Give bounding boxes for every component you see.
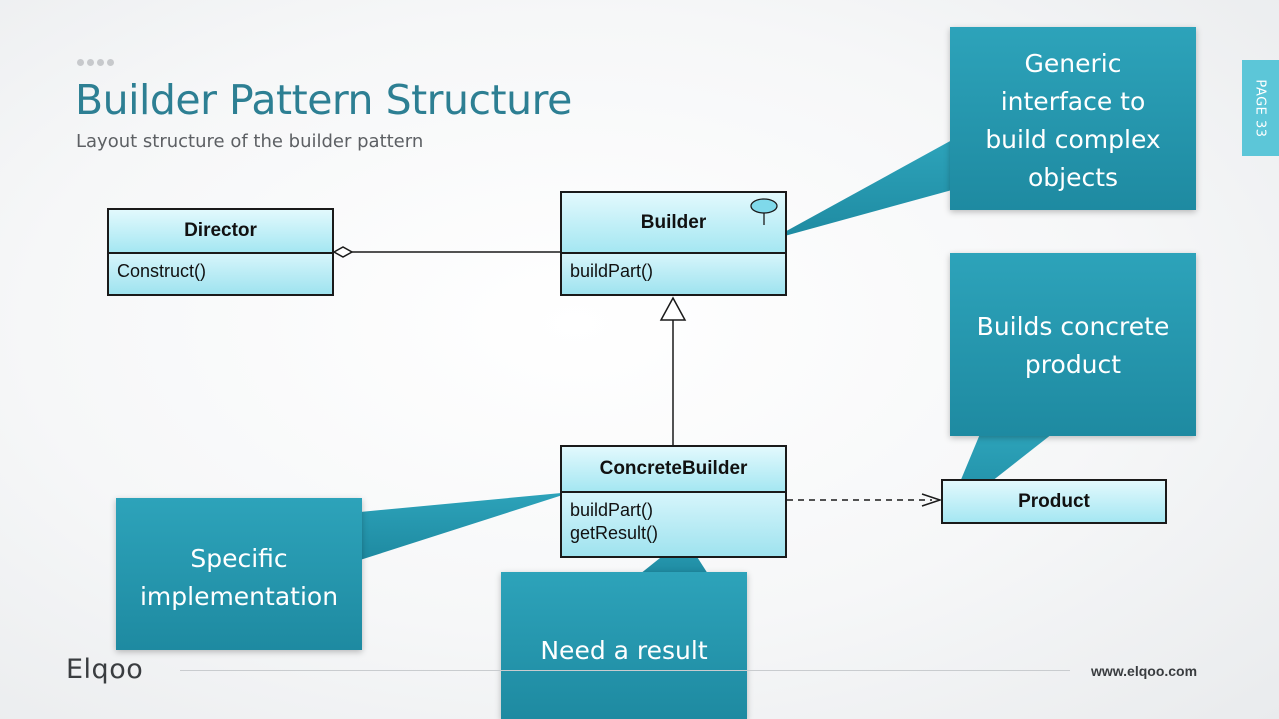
class-concrete-builder-methods: buildPart() getResult() [562,491,785,556]
slide-subtitle: Layout structure of the builder pattern [76,131,424,152]
class-builder-methods: buildPart() [562,252,785,294]
method-buildpart: buildPart() [570,500,654,520]
page-number-tab: PAGE 33 [1242,60,1279,156]
callout-builder-note: Generic interface to build complex objec… [950,27,1196,210]
class-product: Product [941,479,1167,524]
interface-icon [750,198,778,225]
slide-title: Builder Pattern Structure [75,76,572,124]
class-builder: Builder buildPart() [560,191,787,296]
class-builder-name: Builder [562,193,785,252]
callout-product-text: Builds concrete product [976,312,1170,379]
dependency-arrowhead [921,493,943,507]
aggregation-diamond [332,246,354,258]
callout-builder-text: Generic interface to build complex objec… [985,49,1161,192]
callout-tail-builder [770,140,952,240]
brand-logo: Elqoo [66,654,144,685]
callout-result-text: Need a result [540,636,708,665]
method-construct: Construct() [117,261,207,281]
callout-concrete-text: Specific implementation [139,544,339,611]
class-director: Director Construct() [107,208,334,296]
decorative-dots [77,59,114,66]
method-buildpart: buildPart() [570,261,654,281]
class-concrete-builder: ConcreteBuilder buildPart() getResult() [560,445,787,558]
class-product-name: Product [943,481,1165,522]
callout-tail-concrete [360,492,572,560]
callout-concrete-note: Specific implementation [116,498,362,650]
inheritance-arrowhead [659,296,687,321]
callout-product-note: Builds concrete product [950,253,1196,436]
callout-result-note: Need a result [501,572,747,719]
footer-divider [180,670,1070,671]
class-director-name: Director [109,210,332,252]
class-concrete-builder-name: ConcreteBuilder [562,447,785,491]
class-director-methods: Construct() [109,252,332,294]
method-getresult: getResult() [570,523,659,543]
footer-url: www.elqoo.com [1091,663,1198,679]
